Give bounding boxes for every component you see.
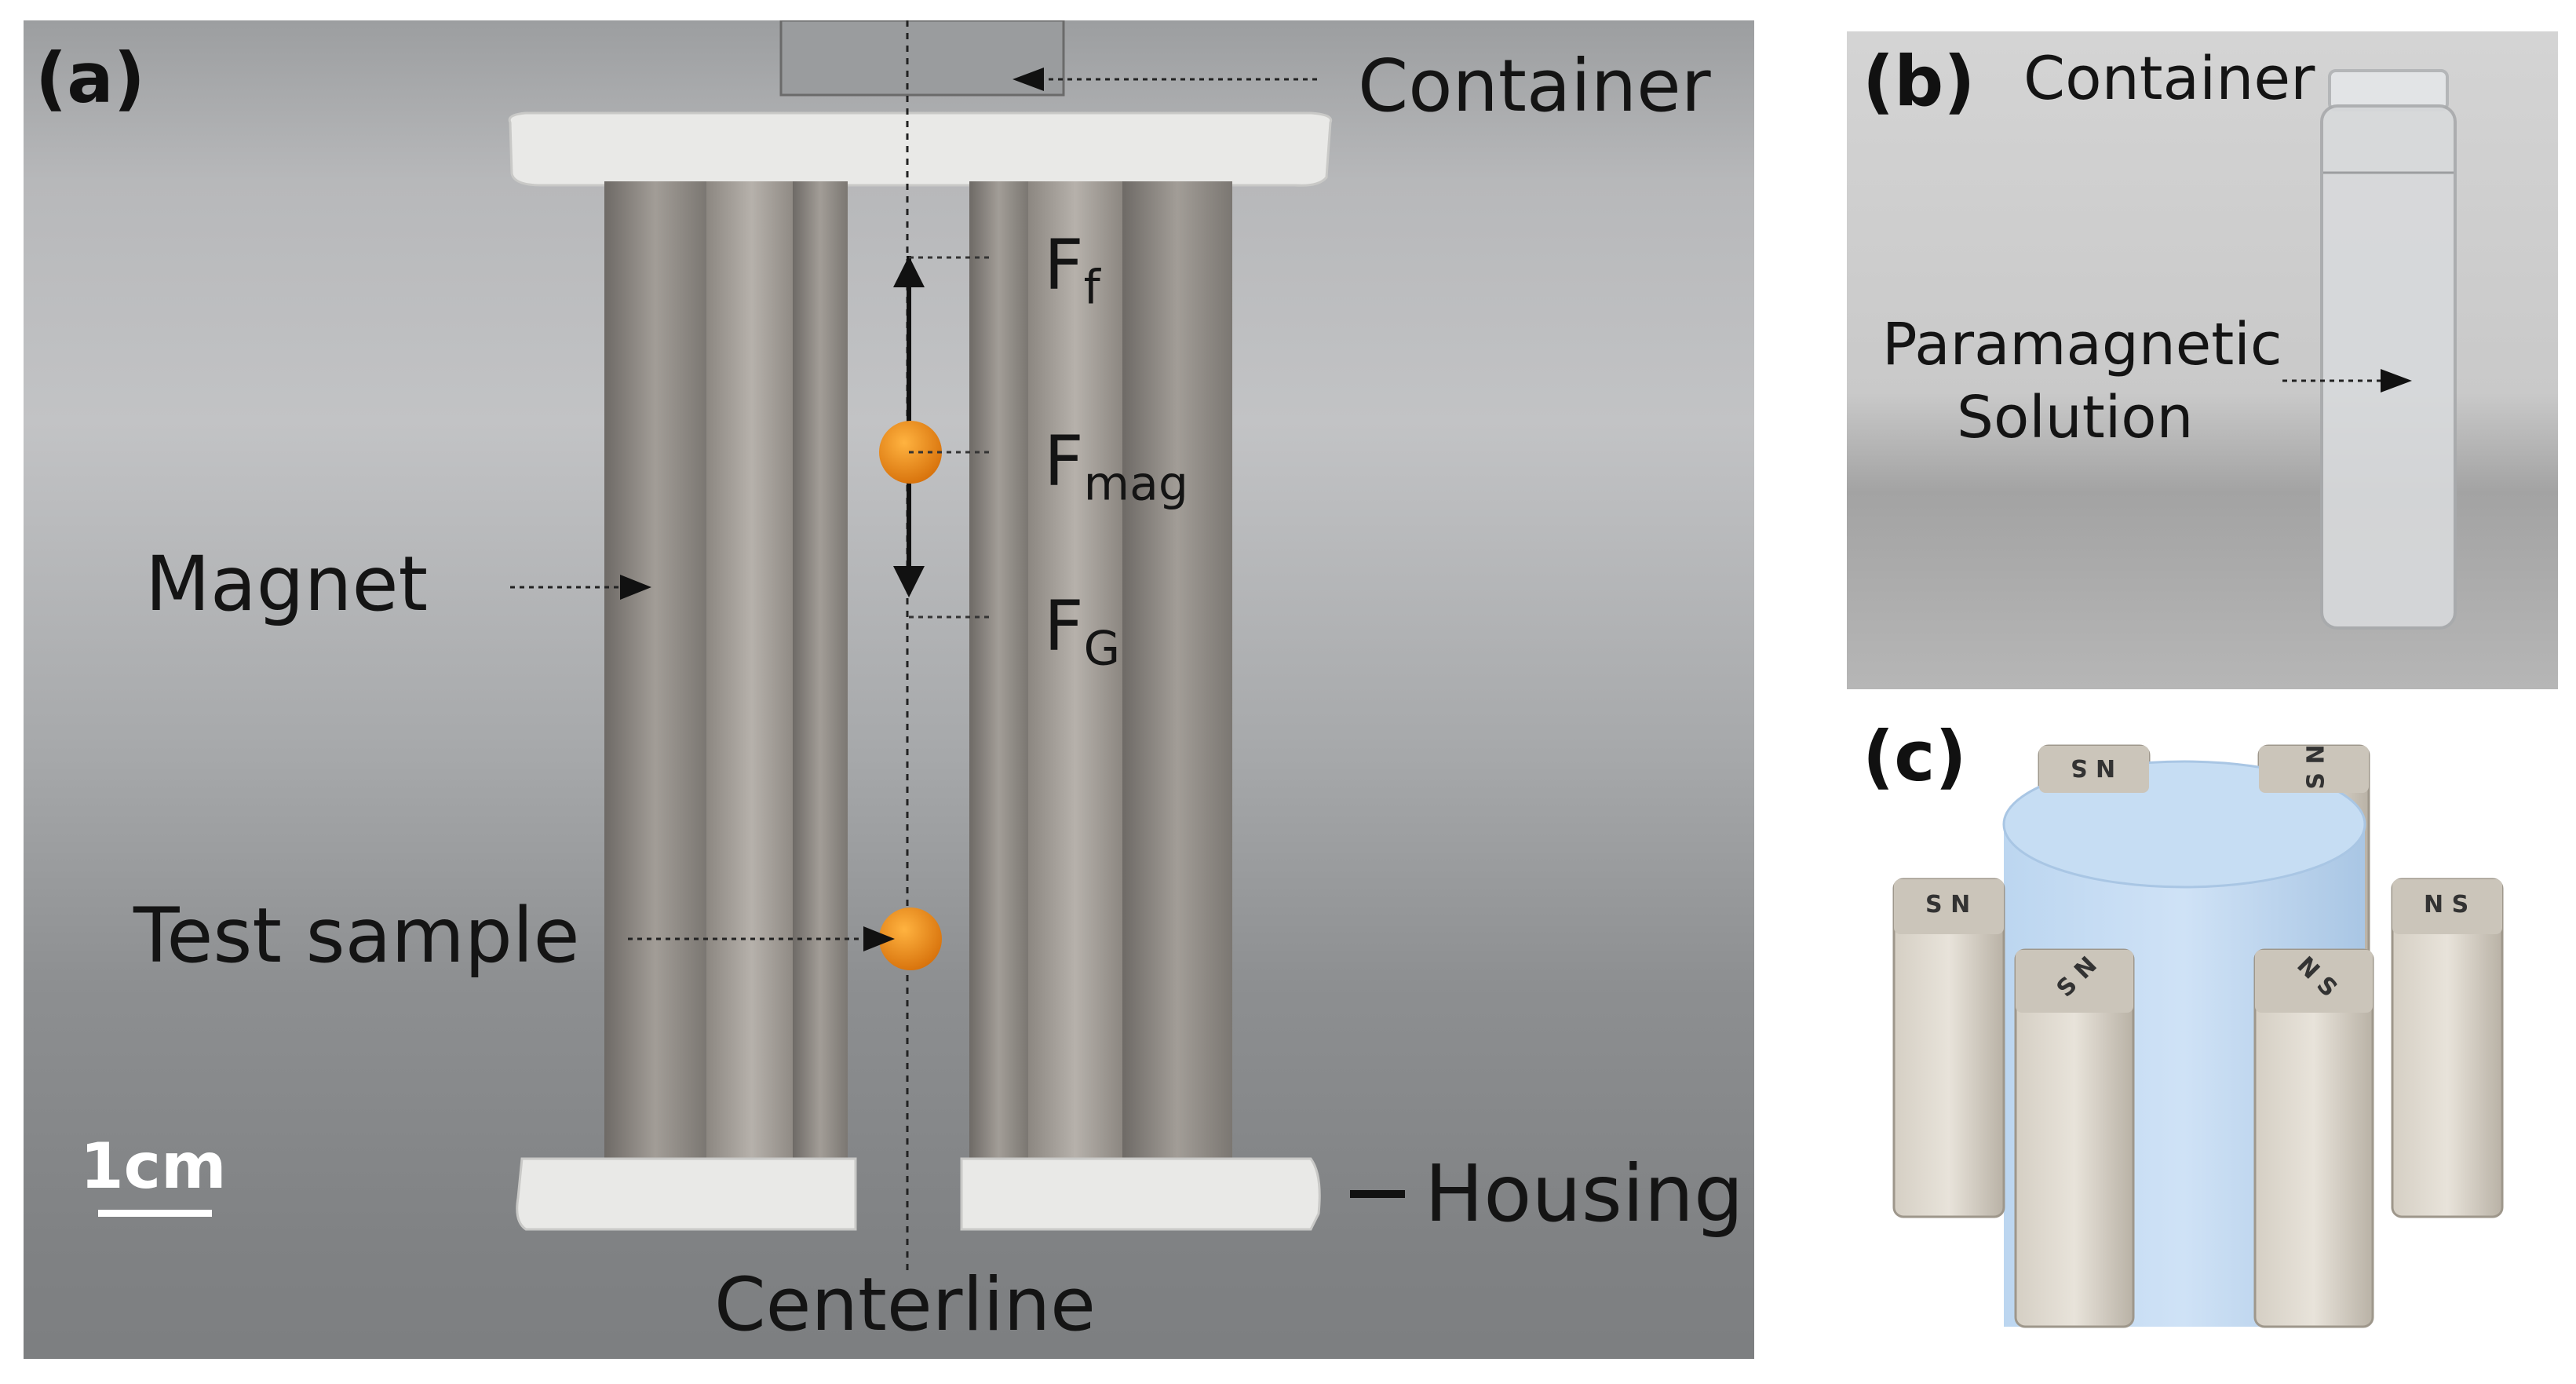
label-f-g-sub: G: [1083, 621, 1121, 677]
magnet-right-outer: [1122, 181, 1232, 1182]
housing-dash: [1350, 1190, 1405, 1198]
pole-n: N: [2424, 891, 2444, 918]
magnet-left-outer: [604, 181, 706, 1182]
pole-marking-back-right: S N: [2302, 744, 2330, 790]
panel-c-tag: (c): [1863, 716, 1967, 797]
top-housing-plate: [508, 111, 1333, 187]
panel-b-photo: (b) Container Paramagnetic Solution: [1847, 31, 2558, 689]
label-centerline: Centerline: [714, 1262, 1096, 1348]
panel-a-photo: (a) Container Ff Fmag FG Magnet Test sam…: [24, 20, 1754, 1359]
label-test-sample: Test sample: [133, 892, 580, 980]
bottom-housing-left: [516, 1157, 857, 1231]
label-container-a: Container: [1358, 44, 1711, 128]
pole-s: S: [2302, 772, 2330, 790]
label-scale: 1cm: [80, 1130, 227, 1203]
cap-front-right: [2255, 950, 2373, 1013]
apparatus-illustration: [24, 20, 1754, 1359]
label-container-b: Container: [2023, 43, 2315, 113]
pole-n: N: [2302, 744, 2330, 765]
magnet-right-edge: [969, 181, 1028, 1182]
panel-a-tag: (a): [35, 38, 145, 119]
sample-ball-lower: [879, 907, 942, 970]
cap-side-right: [2392, 879, 2502, 934]
label-f-g-main: F: [1044, 586, 1084, 666]
label-magnet: Magnet: [145, 540, 429, 628]
container-arrowhead: [1013, 68, 1044, 91]
pole-n: N: [1950, 891, 1971, 918]
vial-body: [2320, 104, 2457, 630]
cap-front-left: [2016, 950, 2133, 1013]
pole-marking-side-left: S N: [1925, 893, 1970, 917]
cap-back-left: [2039, 746, 2149, 793]
magnet-array-render: [1892, 744, 2504, 1328]
label-f-mag: Fmag: [1044, 427, 1188, 508]
label-f-mag-main: F: [1044, 421, 1084, 502]
vial-cap: [2328, 69, 2449, 111]
magnet-right-inner: [1028, 181, 1122, 1182]
force-arrow-down-head: [893, 566, 925, 597]
bottom-housing-right: [960, 1157, 1321, 1231]
label-f-f-sub: f: [1083, 260, 1100, 316]
label-paramagnetic: Paramagnetic: [1882, 311, 2282, 378]
magnet-arrowhead: [620, 575, 651, 600]
pole-s: S: [2071, 754, 2088, 781]
panel-b-tag: (b): [1863, 41, 1976, 122]
solution-arrowhead: [2381, 369, 2412, 393]
floor-reflection: [24, 1229, 1754, 1359]
scale-bar: [98, 1210, 212, 1217]
pole-marking-back-left: N S: [2071, 754, 2116, 781]
vial-illustration: [2282, 69, 2457, 630]
pole-s: S: [2451, 891, 2469, 918]
force-arrow-up-head: [893, 256, 925, 287]
pole-marking-side-right: N S: [2424, 893, 2468, 917]
label-f-f-main: F: [1044, 225, 1084, 305]
panel-c-render: (c) N S S N S N N S S N N S: [1847, 699, 2558, 1366]
label-f-g: FG: [1044, 592, 1120, 673]
pole-n: N: [2096, 754, 2116, 781]
label-solution: Solution: [1957, 384, 2194, 451]
container-top: [779, 20, 1065, 97]
cap-side-left: [1894, 879, 2004, 934]
test-sample-arrowhead: [863, 926, 895, 951]
label-f-mag-sub: mag: [1083, 456, 1188, 512]
cap-back-right: [2259, 746, 2369, 793]
label-f-f: Ff: [1044, 231, 1100, 312]
magnet-left-edge: [793, 181, 848, 1182]
pole-s: S: [1925, 891, 1943, 918]
magnet-left-inner: [706, 181, 797, 1182]
label-housing: Housing: [1425, 1148, 1744, 1240]
